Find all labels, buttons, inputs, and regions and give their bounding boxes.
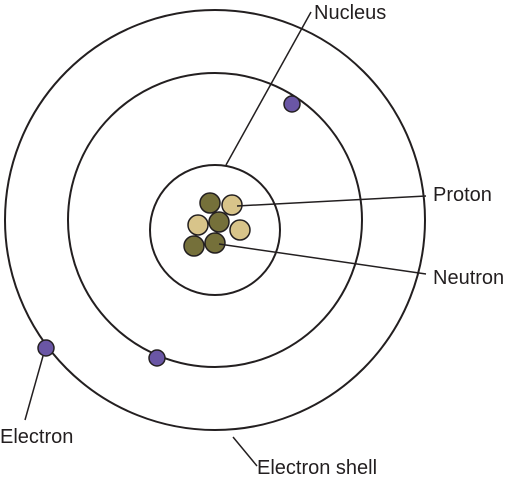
leader-lines: [24, 11, 427, 467]
proton: [221, 194, 243, 216]
neutron: [208, 211, 230, 233]
neutron-leader-line: [218, 243, 427, 275]
neutron: [199, 192, 221, 214]
nucleus-label: Nucleus: [314, 2, 386, 24]
outer-electron-shell: [4, 9, 426, 431]
electron-shell-leader-line: [232, 436, 258, 467]
electron: [37, 339, 55, 357]
neutron-label: Neutron: [433, 267, 504, 289]
nucleus-boundary: [149, 164, 281, 296]
electron: [148, 349, 166, 367]
proton-leader-line: [236, 195, 427, 207]
electron: [283, 95, 301, 113]
nucleus-leader-line: [225, 11, 312, 166]
electrons: [37, 95, 301, 367]
neutron: [204, 232, 226, 254]
proton: [187, 214, 209, 236]
proton: [229, 219, 251, 241]
electron-shell-label: Electron shell: [257, 457, 377, 479]
proton-label: Proton: [433, 184, 492, 206]
neutron: [183, 235, 205, 257]
electron-label: Electron: [0, 426, 73, 448]
electron-leader-line: [24, 355, 44, 421]
nucleus-particles: [183, 192, 251, 257]
inner-electron-shell: [67, 72, 363, 368]
